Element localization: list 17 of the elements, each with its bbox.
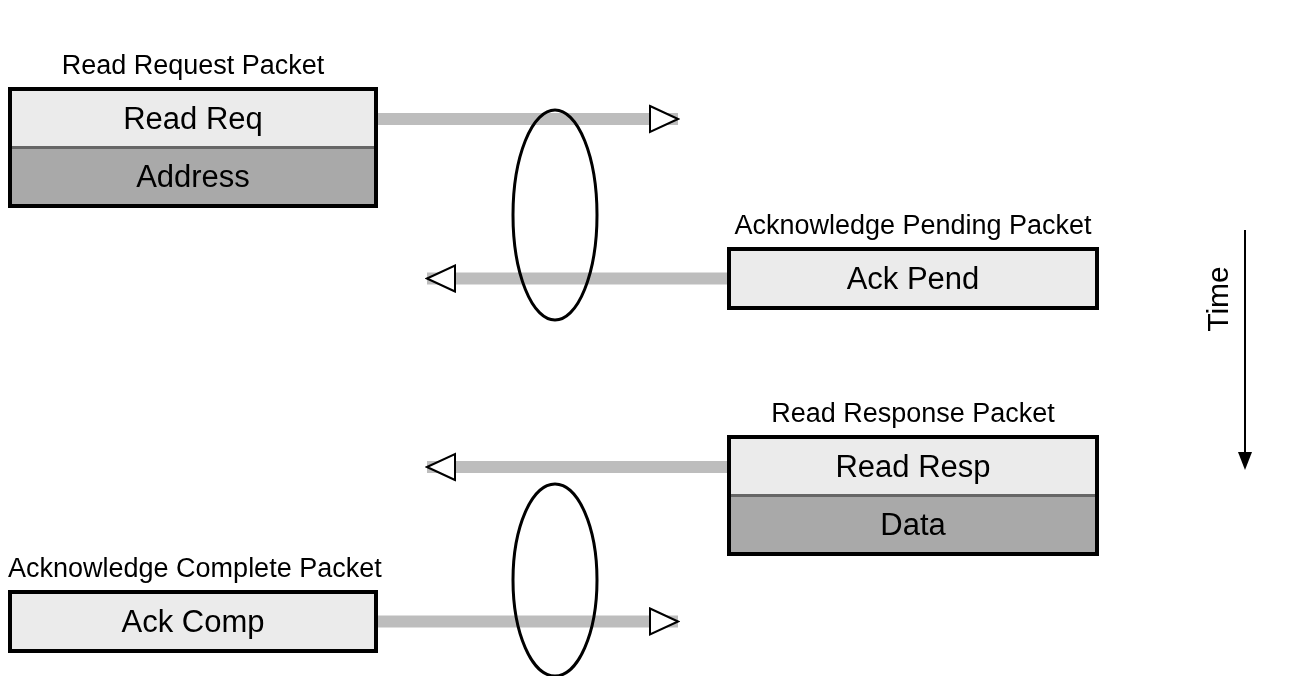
arrow [378,607,679,636]
arrow [378,105,679,133]
packet-field: Ack Comp [12,594,374,649]
packet-field: Read Req [12,91,374,146]
ellipse-mark [511,482,599,676]
arrow [426,453,727,481]
ellipse-mark [511,108,599,322]
packet-heading: Acknowledge Complete Packet [8,553,382,584]
packet-heading: Read Request Packet [61,50,325,81]
packet-field: Read Resp [731,439,1095,494]
packet-field: Ack Pend [731,251,1095,306]
packet-heading: Read Response Packet [771,398,1055,429]
packet-field: Address [12,146,374,204]
packet-heading: Acknowledge Pending Packet [734,210,1092,241]
packet-field: Data [731,494,1095,552]
time-label: Time [1200,266,1235,332]
arrow [426,264,727,293]
